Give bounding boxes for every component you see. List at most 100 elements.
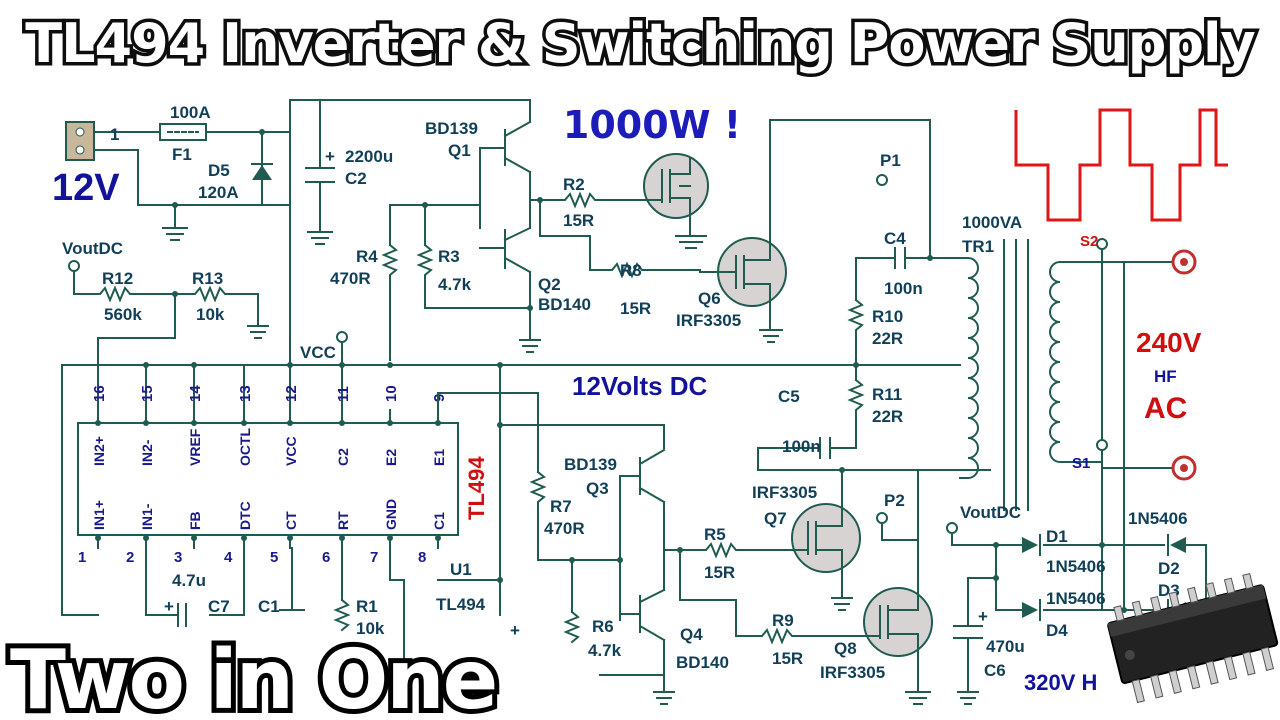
c6-plus: + [978, 607, 988, 626]
c4-value: 100n [884, 279, 923, 298]
dip-ic-icon [1107, 572, 1279, 704]
r11-value: 22R [872, 407, 903, 426]
d1-label: D1 [1046, 527, 1068, 546]
vcc-rail: VCC 12Volts DC [61, 331, 961, 616]
d1-type: 1N5406 [1046, 557, 1106, 576]
ic-pin-number: 13 [237, 385, 254, 402]
c5-value: 100n [782, 437, 821, 456]
d5-label: D5 [208, 161, 230, 180]
ic-pin-name: C1 [431, 512, 447, 530]
transformer-tr1: 1000VA TR1 S2 S1 240V HF AC [929, 213, 1202, 611]
r12-label: R12 [102, 269, 133, 288]
tl494-chip: TL494 16IN2+15IN2-14VREF13OCTL12VCC11C21… [77, 385, 539, 614]
q2-label: Q2 [538, 275, 561, 294]
r2-label: R2 [563, 175, 585, 194]
plus-mark: + [510, 621, 520, 640]
r13-value: 10k [196, 305, 225, 324]
driver-pair-top: BD139 Q1 Q2 BD140 R2 15R R8 15R R4 470R … [330, 99, 701, 361]
ic-pin-number: 3 [174, 549, 182, 566]
ic-pin-name: IN1+ [91, 500, 107, 530]
d5-diode-symbol [252, 165, 272, 180]
ic-pin-number: 14 [187, 385, 204, 402]
r8-value: 15R [620, 299, 651, 318]
ic-pin-name: C2 [335, 448, 351, 466]
r10-value: 22R [872, 329, 903, 348]
r13-label: R13 [192, 269, 223, 288]
ic-pin-bottom: C1 8 [418, 512, 447, 566]
c2-value: 2200u [345, 147, 393, 166]
c1-label: C1 [258, 597, 280, 616]
d2-label: D2 [1158, 559, 1180, 578]
s1-label: S1 [1072, 455, 1090, 472]
ic-pin-name: IN2+ [91, 436, 107, 466]
ic-pin-number: 2 [126, 549, 134, 566]
fuse-rating: 100A [170, 103, 211, 122]
q3-type: BD139 [564, 455, 617, 474]
test-points: P1 P2 [876, 151, 919, 541]
ic-pin-number: 7 [370, 549, 378, 566]
ic-pin-bottom: IN1-2 [126, 503, 155, 566]
ic-pin-number: 11 [335, 386, 352, 402]
ic-pin-name: VREF [187, 428, 203, 466]
p1-label: P1 [880, 151, 901, 170]
q7-label: Q7 [764, 509, 787, 528]
q3-label: Q3 [586, 479, 609, 498]
power-input: 100A F1 1 D5 120A 12V [52, 103, 291, 241]
c7-value: 4.7u [172, 571, 206, 590]
q8-label: Q8 [834, 639, 857, 658]
q4-type: BD140 [676, 653, 729, 672]
title: TL494 Inverter & Switching Power Supply [25, 12, 1255, 75]
capacitor-c2: + 2200u C2 [289, 99, 531, 361]
q1-label: Q1 [448, 141, 471, 160]
q6-type: IRF3305 [676, 311, 741, 330]
mosfet-q8: Q8 IRF3305 [820, 469, 933, 705]
fuse-label: F1 [172, 145, 192, 164]
r6-label: R6 [592, 617, 614, 636]
ic-pin-number: 10 [383, 385, 400, 402]
r4-label: R4 [356, 247, 378, 266]
ic-pin-name: VCC [283, 436, 299, 466]
ic-body [77, 422, 459, 536]
ic-pin-bottom: FB3 [174, 511, 203, 566]
d5-rating: 120A [198, 183, 239, 202]
r10-label: R10 [872, 307, 903, 326]
ic-chip-name: TL494 [464, 456, 489, 520]
r12-value: 560k [104, 305, 142, 324]
d2-type: 1N5406 [1128, 509, 1188, 528]
c2-label: C2 [345, 169, 367, 188]
r7-value: 470R [544, 519, 585, 538]
square-wave-icon [1014, 108, 1228, 222]
r5-label: R5 [704, 525, 726, 544]
c7-label: C7 [208, 597, 230, 616]
c4-label: C4 [884, 229, 906, 248]
mosfet-top [639, 153, 709, 249]
ic-pin-name: OCTL [237, 427, 253, 466]
r8-label: R8 [620, 261, 642, 280]
q6-label: Q6 [698, 289, 721, 308]
ic-pin-number: 5 [270, 549, 278, 566]
vout-dc-label: VoutDC [62, 239, 123, 258]
ic-pin-number: 12 [283, 385, 300, 402]
hv-output: 320V H [1024, 670, 1097, 695]
r3-value: 4.7k [438, 275, 472, 294]
tr-rating: 1000VA [962, 213, 1022, 232]
ic-pin-number: 6 [322, 549, 330, 566]
ic-pin-name: GND [383, 499, 399, 530]
r2-value: 15R [563, 211, 594, 230]
vcc-label: VCC [300, 343, 336, 362]
c2-plus: + [325, 147, 335, 166]
p2-label: P2 [884, 491, 905, 510]
r6-value: 4.7k [588, 641, 622, 660]
ic-pin-number: 16 [91, 385, 108, 402]
ic-pin-number: 8 [418, 549, 426, 566]
r4-value: 470R [330, 269, 371, 288]
output-ac: AC [1144, 392, 1187, 425]
r7-label: R7 [550, 497, 572, 516]
